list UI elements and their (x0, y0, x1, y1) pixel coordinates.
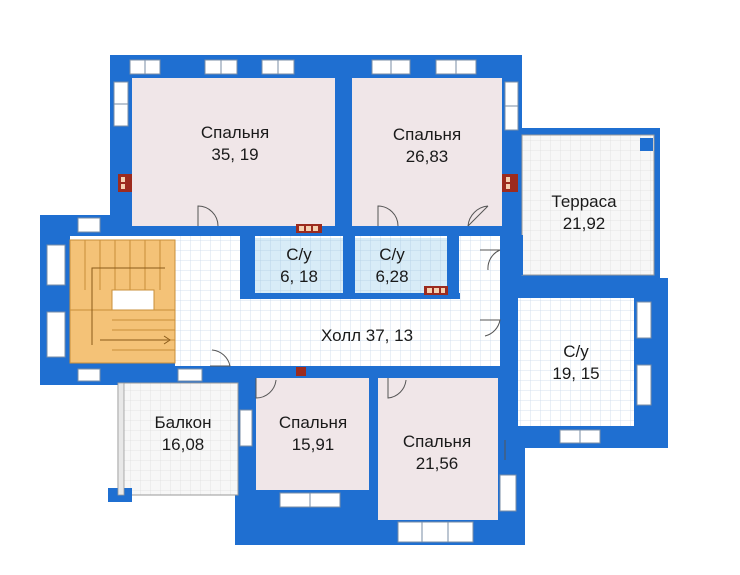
bedroom-2-name: Спальня (393, 125, 461, 144)
terrace-area (515, 134, 655, 276)
balcony-area (108, 382, 239, 502)
bedroom-1-area: 35, 19 (211, 145, 258, 164)
bedroom-1-name: Спальня (201, 123, 269, 142)
balcony-name: Балкон (154, 413, 211, 432)
bedroom-3-name: Спальня (279, 413, 347, 432)
balcony-area-label: 16,08 (162, 435, 205, 454)
bathroom-1-name: С/у (286, 245, 312, 264)
interior-walls (240, 78, 460, 525)
terrace-name: Терраса (551, 192, 617, 211)
room-labels: Спальня 35, 19 Спальня 26,83 Терраса 21,… (154, 123, 617, 473)
bedroom-4-name: Спальня (403, 432, 471, 451)
bedroom-2-area: 26,83 (406, 147, 449, 166)
bedroom-2-floor (352, 78, 502, 226)
bedroom-1-floor (132, 78, 335, 226)
bathroom-3-name: С/у (563, 342, 589, 361)
bedroom-4-floor (378, 378, 498, 520)
bathroom-2-area: 6,28 (375, 267, 408, 286)
bathroom-1-floor (255, 238, 343, 293)
doors (197, 205, 506, 460)
bathroom-2-floor (355, 238, 447, 293)
bathroom-3-area: 19, 15 (552, 364, 599, 383)
hall-label: Холл 37, 13 (321, 326, 413, 345)
window-mullions (114, 60, 581, 542)
bathroom-3-floor (518, 298, 634, 426)
bathroom-1-area: 6, 18 (280, 267, 318, 286)
staircase (69, 239, 176, 364)
terrace-area: 21,92 (563, 214, 606, 233)
bathroom-2-name: С/у (379, 245, 405, 264)
bedroom-4-area: 21,56 (416, 454, 459, 473)
bedroom-3-floor (256, 378, 369, 490)
bedroom-3-area: 15,91 (292, 435, 335, 454)
